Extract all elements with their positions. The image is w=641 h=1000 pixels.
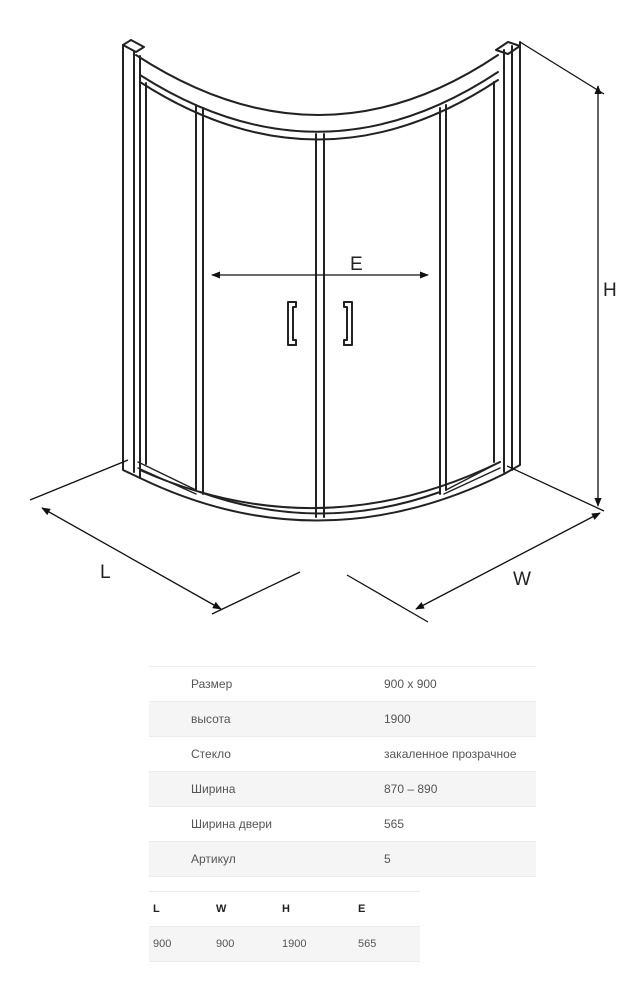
spec-label: высота — [191, 701, 384, 737]
spec-value: закаленное прозрачное — [384, 736, 536, 772]
value-e: 565 — [354, 926, 420, 962]
right-fixed-panel — [439, 81, 495, 495]
dimension-line-w — [415, 512, 601, 610]
label-l: L — [100, 562, 111, 583]
dimension-line-l — [41, 507, 222, 610]
shower-enclosure-drawing: E H L W — [29, 39, 617, 623]
table-row: высота 1900 — [149, 701, 536, 737]
spec-value: 5 — [384, 841, 536, 877]
column-header-l: L — [149, 891, 212, 927]
label-w: W — [513, 569, 531, 590]
spec-label: Ширина — [191, 771, 384, 807]
top-rail — [135, 54, 499, 141]
specs-table: Размер 900 x 900 высота 1900 Стекло зака… — [149, 666, 536, 877]
table-row: Ширина 870 – 890 — [149, 771, 536, 807]
left-fixed-panel — [145, 82, 204, 495]
column-header-e: E — [354, 891, 420, 927]
spec-value: 900 x 900 — [384, 666, 536, 702]
value-h: 1900 — [278, 926, 354, 962]
table-row: Артикул 5 — [149, 841, 536, 877]
table-row: 900 900 1900 565 — [149, 926, 420, 962]
right-door-handle — [343, 301, 353, 346]
column-header-h: H — [278, 891, 354, 927]
table-row: Размер 900 x 900 — [149, 666, 536, 702]
spec-label: Ширина двери — [191, 806, 384, 842]
spec-label: Размер — [191, 666, 384, 702]
label-h: H — [603, 280, 617, 301]
value-w: 900 — [212, 926, 278, 962]
table-header-row: L W H E — [149, 891, 420, 927]
table-row: Ширина двери 565 — [149, 806, 536, 842]
spec-label: Стекло — [191, 736, 384, 772]
bottom-rail — [139, 461, 505, 522]
spec-value: 1900 — [384, 701, 536, 737]
left-door-handle — [287, 301, 297, 346]
left-post — [122, 39, 145, 479]
spec-value: 870 – 890 — [384, 771, 536, 807]
dimensions-table: L W H E 900 900 1900 565 — [149, 891, 420, 962]
value-l: 900 — [149, 926, 212, 962]
sliding-doors — [315, 133, 325, 518]
table-row: Стекло закаленное прозрачное — [149, 736, 536, 772]
spec-label: Артикул — [191, 841, 384, 877]
spec-value: 565 — [384, 806, 536, 842]
right-post — [495, 41, 521, 475]
label-e: E — [350, 254, 363, 275]
column-header-w: W — [212, 891, 278, 927]
